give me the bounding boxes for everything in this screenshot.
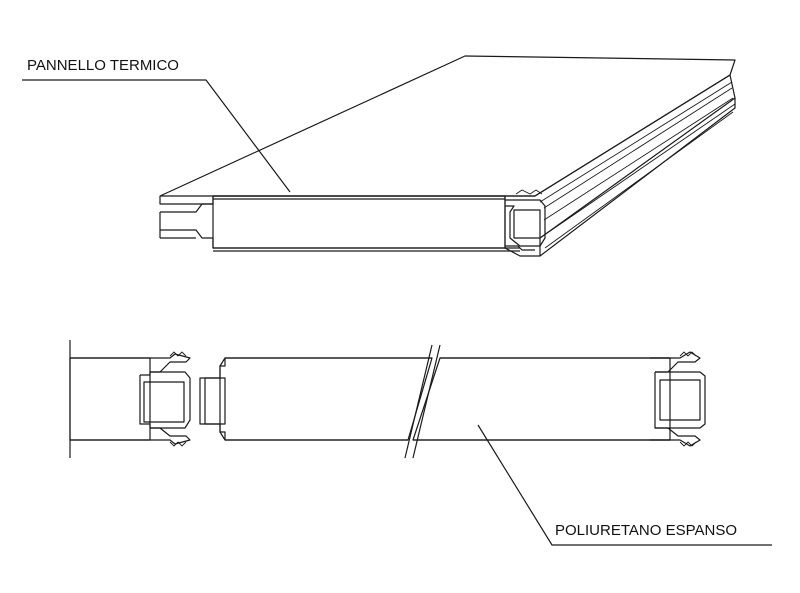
break-line-2 <box>412 344 441 459</box>
foam-block-left <box>69 357 151 441</box>
foam-block-right <box>412 357 671 441</box>
panel-cross-section <box>69 340 706 459</box>
left-joint-profile <box>139 351 191 447</box>
right-joint-profile <box>650 351 706 447</box>
foam-block-middle <box>219 357 433 441</box>
panel-foam-section <box>212 195 506 249</box>
foam-label: POLIURETANO ESPANSO <box>555 522 737 539</box>
panel-label: PANNELLO TERMICO <box>27 57 179 74</box>
foam-label-callout: POLIURETANO ESPANSO <box>477 424 772 546</box>
panel-label-callout: PANNELLO TERMICO <box>22 57 291 193</box>
break-line-1 <box>404 344 433 459</box>
panel-3d-view <box>159 55 736 257</box>
panel-right-profile <box>505 199 546 247</box>
middle-panel-tongue <box>204 377 226 425</box>
